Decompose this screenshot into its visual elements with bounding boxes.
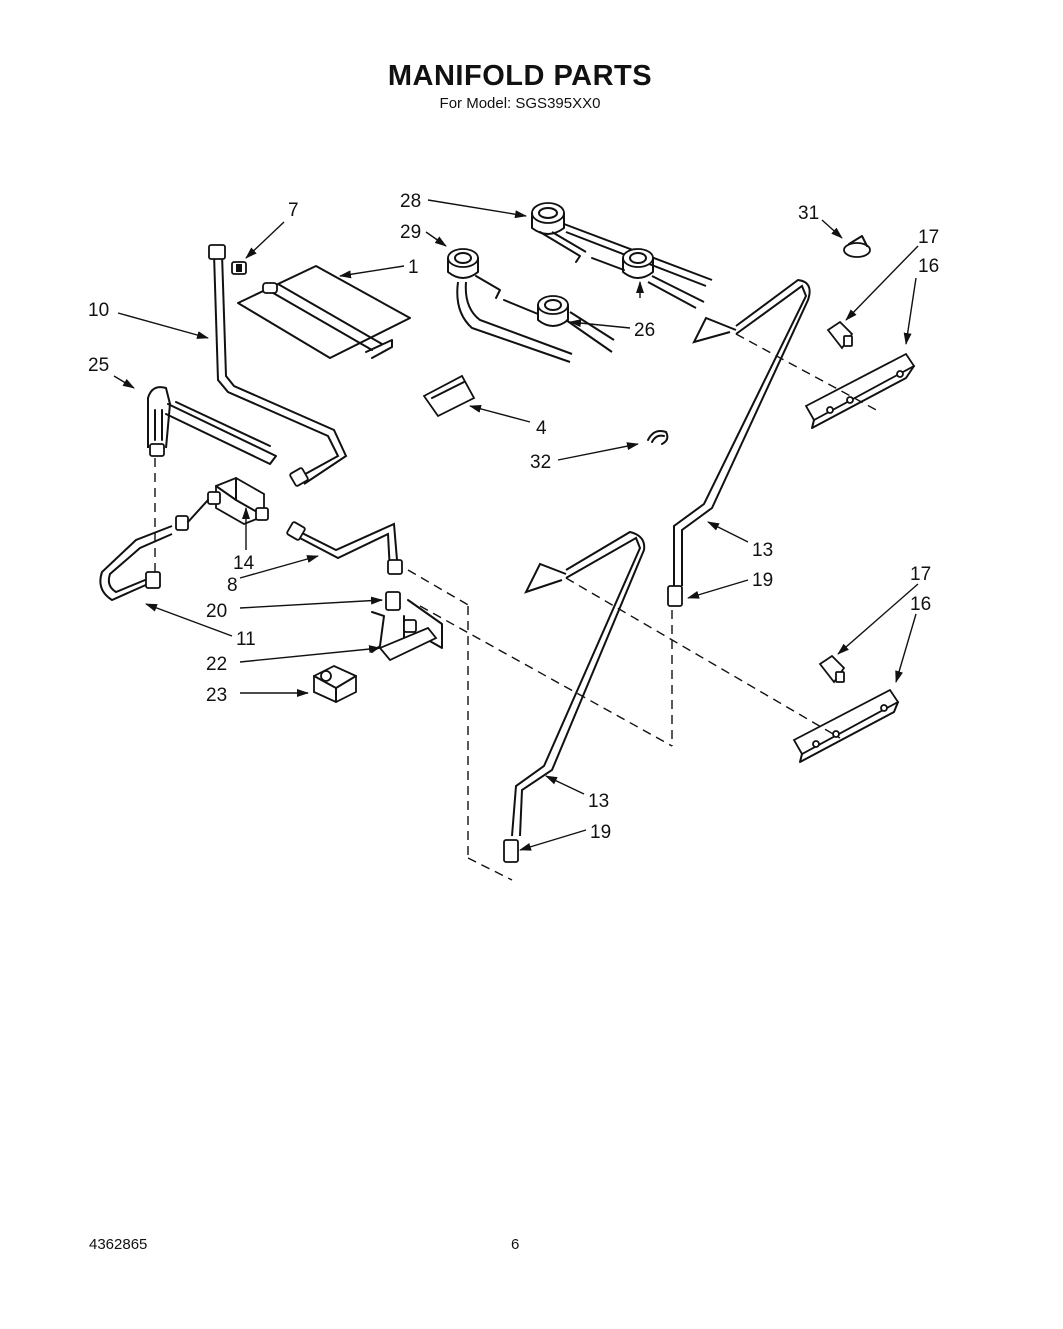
part-16-rail-lower bbox=[792, 688, 900, 763]
callout-29: 29 bbox=[400, 222, 421, 243]
callout-32: 32 bbox=[530, 452, 551, 473]
part-13-lower-tube bbox=[503, 530, 646, 863]
leader-arrows bbox=[113, 199, 919, 851]
part-28-burner bbox=[531, 202, 713, 287]
callout-17b: 17 bbox=[910, 564, 931, 585]
document-number: 4362865 bbox=[89, 1236, 148, 1253]
part-16-rail-upper bbox=[804, 352, 916, 429]
part-17-valve-lower bbox=[818, 654, 846, 684]
part-26-burner bbox=[503, 295, 615, 353]
callout-16a: 16 bbox=[918, 256, 939, 277]
assembly-lines bbox=[154, 333, 881, 881]
callout-26: 26 bbox=[634, 320, 655, 341]
part-14-valve bbox=[175, 477, 269, 531]
callout-4: 4 bbox=[536, 418, 547, 439]
part-4-bracket bbox=[422, 374, 476, 418]
part-29-burner bbox=[447, 248, 573, 363]
part-20-22-assembly bbox=[371, 591, 443, 662]
part-31-cap bbox=[843, 235, 871, 258]
callout-13b: 13 bbox=[588, 791, 609, 812]
callout-31: 31 bbox=[798, 203, 819, 224]
callout-16b: 16 bbox=[910, 594, 931, 615]
callout-11: 11 bbox=[236, 629, 256, 650]
callout-17a: 17 bbox=[918, 227, 939, 248]
callout-20: 20 bbox=[206, 601, 227, 622]
part-17-valve-upper bbox=[826, 320, 854, 350]
callout-22: 22 bbox=[206, 654, 227, 675]
part-23-valve bbox=[313, 665, 357, 703]
callout-19b: 19 bbox=[590, 822, 611, 843]
part-25-burner-tube bbox=[147, 386, 277, 465]
part-32-clip bbox=[647, 430, 669, 445]
callout-labels: 1 7 10 25 14 8 20 11 22 23 28 29 26 31 1… bbox=[88, 191, 939, 843]
callout-25: 25 bbox=[88, 355, 109, 376]
page-number: 6 bbox=[511, 1236, 520, 1253]
part-29b-burner bbox=[591, 248, 705, 309]
callout-19a: 19 bbox=[752, 570, 773, 591]
part-1-shield bbox=[237, 265, 411, 359]
model-subtitle: For Model: SGS395XX0 bbox=[439, 95, 601, 112]
page-title: MANIFOLD PARTS bbox=[387, 60, 653, 92]
callout-1: 1 bbox=[408, 257, 419, 278]
callout-8: 8 bbox=[227, 575, 238, 596]
callout-23: 23 bbox=[206, 685, 227, 706]
part-8-tube bbox=[286, 521, 403, 575]
callout-13a: 13 bbox=[752, 540, 773, 561]
part-11-tube bbox=[99, 525, 173, 602]
part-13-upper-tube bbox=[667, 278, 811, 607]
callout-28: 28 bbox=[400, 191, 421, 212]
part-10-tube bbox=[208, 244, 348, 487]
callout-7: 7 bbox=[288, 200, 299, 221]
callout-10: 10 bbox=[88, 300, 109, 321]
part-7-fitting bbox=[231, 261, 247, 275]
callout-14: 14 bbox=[233, 553, 255, 574]
